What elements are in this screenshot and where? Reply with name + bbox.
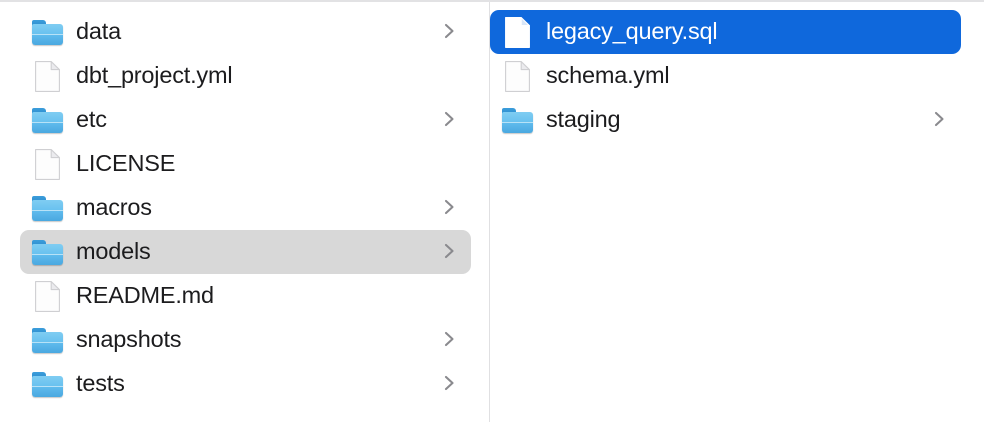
chevron-right-icon[interactable] xyxy=(443,197,459,219)
row-label: macros xyxy=(76,196,152,220)
row-label: dbt_project.yml xyxy=(76,64,233,88)
row-icon xyxy=(30,58,64,94)
file-icon xyxy=(504,60,530,92)
row-icon xyxy=(30,366,64,402)
folder-icon xyxy=(31,195,63,221)
chevron-placeholder xyxy=(443,65,459,87)
file-row[interactable]: dbt_project.yml xyxy=(20,54,471,98)
row-label: README.md xyxy=(76,284,214,308)
file-icon xyxy=(504,16,530,48)
folder-row[interactable]: staging xyxy=(490,98,961,142)
row-icon xyxy=(30,322,64,358)
row-icon xyxy=(30,146,64,182)
chevron-right-icon[interactable] xyxy=(933,109,949,131)
row-icon xyxy=(30,190,64,226)
finder-column-models: legacy_query.sql schema.yml staging xyxy=(490,2,983,422)
chevron-right-icon[interactable] xyxy=(443,241,459,263)
folder-row[interactable]: snapshots xyxy=(20,318,471,362)
row-label: schema.yml xyxy=(546,64,670,88)
folder-row[interactable]: models xyxy=(20,230,471,274)
chevron-placeholder xyxy=(443,153,459,175)
folder-icon xyxy=(31,327,63,353)
folder-icon xyxy=(501,107,533,133)
file-row[interactable]: LICENSE xyxy=(20,142,471,186)
folder-row[interactable]: etc xyxy=(20,98,471,142)
file-icon xyxy=(34,148,60,180)
row-label: LICENSE xyxy=(76,152,176,176)
chevron-right-icon[interactable] xyxy=(443,329,459,351)
row-icon xyxy=(30,234,64,270)
file-row[interactable]: schema.yml xyxy=(490,54,961,98)
row-icon xyxy=(30,102,64,138)
chevron-placeholder xyxy=(933,21,949,43)
row-icon xyxy=(500,58,534,94)
row-icon xyxy=(30,278,64,314)
row-label: models xyxy=(76,240,151,264)
folder-icon xyxy=(31,19,63,45)
file-row[interactable]: README.md xyxy=(20,274,471,318)
row-icon xyxy=(500,14,534,50)
folder-icon xyxy=(31,107,63,133)
chevron-right-icon[interactable] xyxy=(443,109,459,131)
row-icon xyxy=(30,14,64,50)
row-label: data xyxy=(76,20,121,44)
row-label: etc xyxy=(76,108,107,132)
row-icon xyxy=(500,102,534,138)
row-label: legacy_query.sql xyxy=(546,20,718,44)
folder-icon xyxy=(31,371,63,397)
chevron-right-icon[interactable] xyxy=(443,373,459,395)
folder-row[interactable]: data xyxy=(20,10,471,54)
chevron-placeholder xyxy=(443,285,459,307)
folder-icon xyxy=(31,239,63,265)
chevron-right-icon[interactable] xyxy=(443,21,459,43)
chevron-placeholder xyxy=(933,65,949,87)
folder-row[interactable]: tests xyxy=(20,362,471,406)
folder-row[interactable]: macros xyxy=(20,186,471,230)
file-icon xyxy=(34,60,60,92)
file-icon xyxy=(34,280,60,312)
file-row[interactable]: legacy_query.sql xyxy=(490,10,961,54)
row-label: staging xyxy=(546,108,621,132)
row-label: tests xyxy=(76,372,125,396)
row-label: snapshots xyxy=(76,328,182,352)
